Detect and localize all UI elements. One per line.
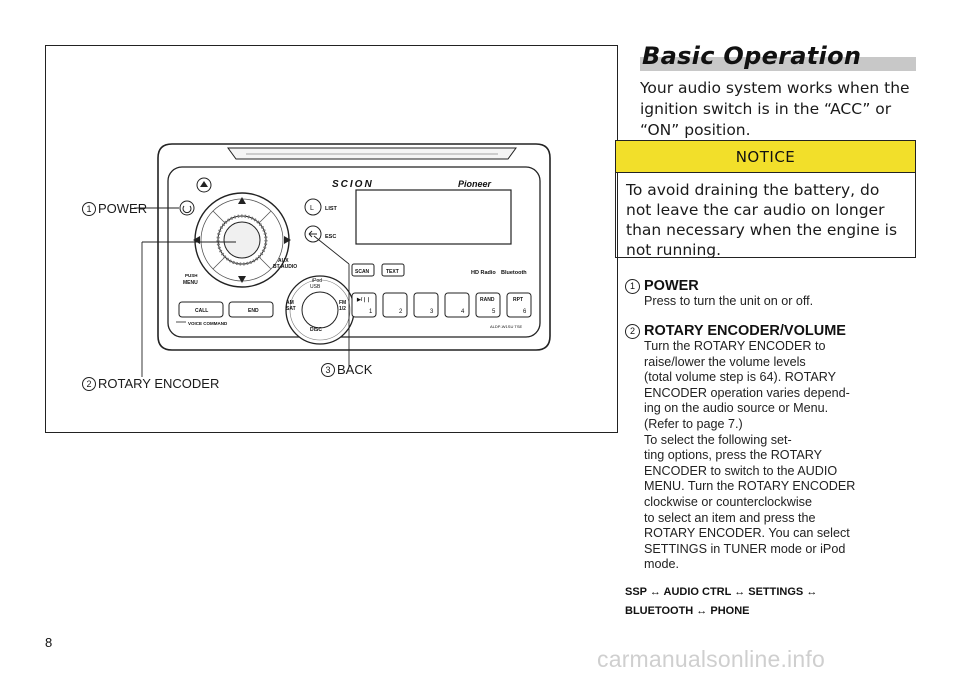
svg-text:ESC: ESC [325,234,336,240]
svg-text:SCAN: SCAN [355,269,370,275]
svg-text:DISC: DISC [310,327,322,333]
svg-text:VOICE COMMAND: VOICE COMMAND [188,321,228,326]
notice-heading: NOTICE [616,141,915,173]
menu-flow-line-2: BLUETOOTH ↔ PHONE [625,605,750,617]
svg-text:HD Radio: HD Radio [471,270,496,276]
section-title: Basic Operation [640,42,916,76]
intro-paragraph: Your audio system works when the ignitio… [640,79,910,139]
svg-text:L: L [310,205,314,212]
svg-text:USB: USB [310,284,321,290]
notice-box: NOTICE To avoid draining the battery, do… [615,140,916,259]
maker-logo: Pioneer [458,179,492,189]
svg-text:▶/❘❘: ▶/❘❘ [356,297,371,303]
svg-text:FM: FM [339,300,346,306]
svg-text:ALDP-W1SU TSE: ALDP-W1SU TSE [490,324,522,329]
svg-text:5: 5 [492,309,496,315]
watermark: carmanualsonline.info [597,646,825,672]
page-number: 8 [45,635,53,650]
svg-text:1: 1 [369,309,373,315]
svg-text:LIST: LIST [325,206,338,212]
head-unit-illustration: SCION Pioneer L LIST ESC AUX BT-AUDIO PU… [134,143,551,377]
svg-text:BT-AUDIO: BT-AUDIO [273,264,297,270]
svg-text:AUX: AUX [278,258,289,264]
title-underbar [640,57,916,71]
svg-text:1/2: 1/2 [339,306,346,312]
svg-text:6: 6 [523,309,527,315]
svg-text:iPod: iPod [312,278,322,284]
menu-flow-line-1: SSP ↔ AUDIO CTRL ↔ SETTINGS ↔ [625,586,818,598]
svg-text:SAT: SAT [286,306,296,312]
item-body: Turn the ROTARY ENCODER to raise/lower t… [644,339,856,572]
svg-text:MENU: MENU [183,280,198,286]
svg-text:RAND: RAND [480,297,495,303]
page-title: Basic Operation [642,42,862,70]
svg-text:TEXT: TEXT [386,269,399,275]
svg-text:CALL: CALL [195,308,208,314]
brand-logo: SCION [332,179,374,190]
item-body: Press to turn the unit on or off. [644,294,814,308]
notice-body: To avoid draining the battery, do not le… [626,181,898,259]
svg-text:PUSH: PUSH [185,273,198,278]
svg-text:Bluetooth: Bluetooth [501,270,527,276]
svg-text:4: 4 [461,309,465,315]
head-unit-figure: SCION Pioneer L LIST ESC AUX BT-AUDIO PU… [45,45,618,433]
svg-text:2: 2 [399,309,403,315]
svg-text:END: END [248,308,259,314]
svg-text:3: 3 [430,309,434,315]
svg-text:RPT: RPT [513,297,523,303]
svg-text:AM: AM [286,300,294,306]
